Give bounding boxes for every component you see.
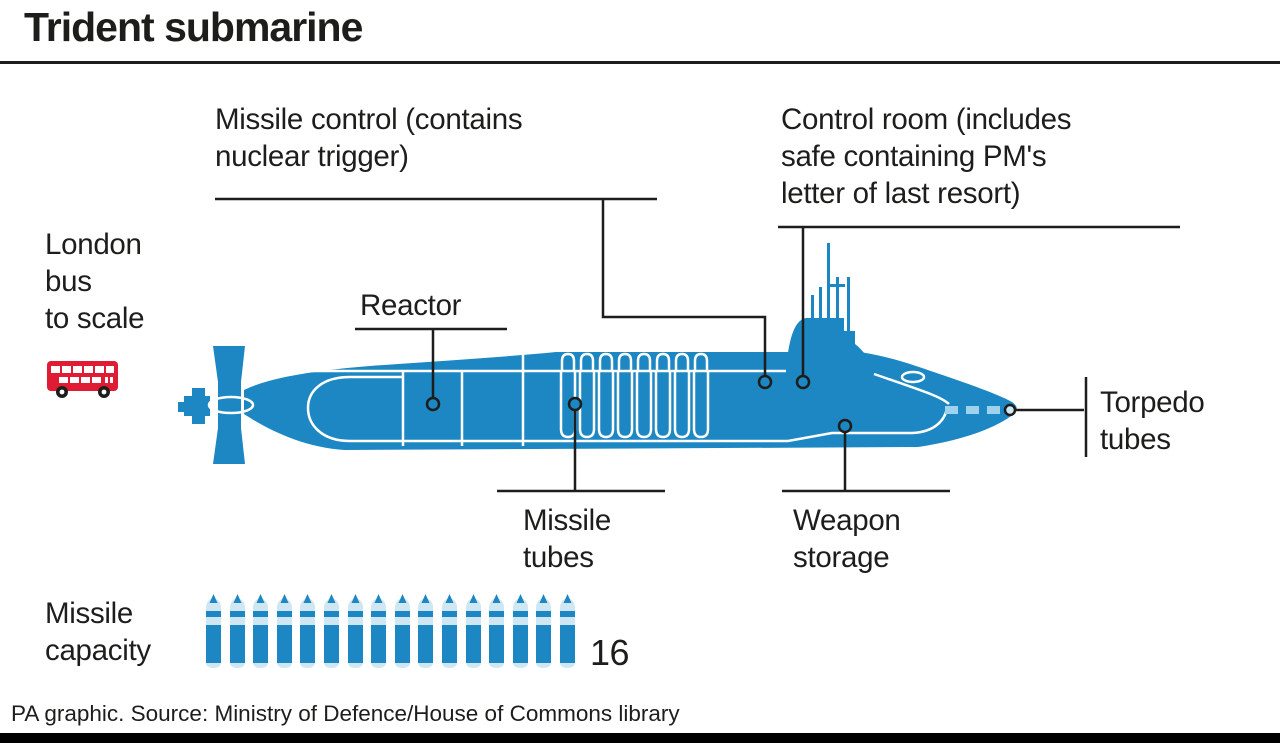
- missile-icon: [559, 594, 575, 668]
- label-missile-tubes: Missile tubes: [523, 504, 612, 574]
- london-bus-icon: [47, 361, 118, 398]
- missile-icon: [347, 594, 363, 668]
- label-reactor: Reactor: [360, 289, 462, 322]
- missile-icon: [229, 594, 245, 668]
- missile-icon: [371, 594, 387, 668]
- missile-icon: [418, 594, 434, 668]
- bus-windows: [51, 366, 114, 383]
- label-control-room: Control room (includes safe containing P…: [781, 103, 1072, 210]
- reactor-marker: [425, 396, 441, 412]
- missile-icon: [206, 594, 221, 668]
- periscope-masts: [811, 243, 850, 331]
- torpedo-tubes-marker: [1003, 403, 1017, 417]
- missile-icon: [536, 594, 552, 668]
- missile-icon: [276, 594, 292, 668]
- leader-markers: [425, 374, 1017, 434]
- leader-lines: [215, 197, 1180, 493]
- label-torpedo-tubes: Torpedo tubes: [1100, 386, 1205, 456]
- label-weapon-storage: Weapon storage: [793, 504, 901, 574]
- label-london-bus-to-scale: London bus to scale: [45, 228, 145, 335]
- submarine-hull: [244, 352, 1017, 450]
- control-room-marker: [795, 374, 811, 390]
- submarine-sail: [786, 318, 876, 372]
- missile-icon: [512, 594, 528, 668]
- missile-capacity-count: 16: [590, 632, 630, 673]
- missile-icon: [323, 594, 339, 668]
- missile-icon: [300, 594, 316, 668]
- missile-control-leader-line: [601, 200, 767, 376]
- page-title: Trident submarine: [24, 4, 363, 50]
- title-divider: [0, 61, 1280, 64]
- stern-fin: [213, 346, 245, 464]
- hull-detail-lines: [207, 354, 950, 446]
- bottom-bar: [0, 733, 1280, 743]
- label-missile-control: Missile control (contains nuclear trigge…: [215, 103, 523, 173]
- missile-control-marker: [757, 374, 773, 390]
- weapon-storage-marker: [837, 418, 853, 434]
- missile-capacity-icons: [205, 594, 576, 670]
- missile-icon: [253, 594, 269, 668]
- bus-wheels: [56, 386, 110, 398]
- label-missile-capacity: Missile capacity: [45, 597, 151, 667]
- missile-icon: [441, 594, 457, 668]
- source-credit: PA graphic. Source: Ministry of Defence/…: [11, 701, 680, 726]
- missile-icon: [394, 594, 410, 668]
- missile-icon: [489, 594, 505, 668]
- missile-icon: [465, 594, 481, 668]
- missile-tubes-marker: [567, 396, 583, 412]
- propeller-icon: [178, 388, 210, 424]
